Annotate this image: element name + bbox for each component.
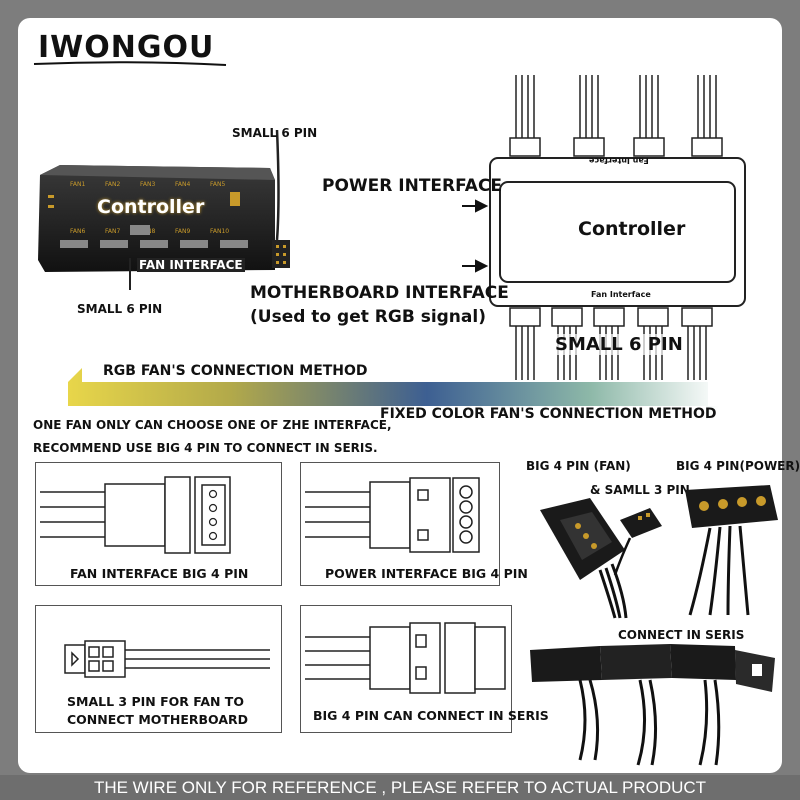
rgb-method-label: RGB FAN'S CONNECTION METHOD xyxy=(103,363,368,379)
big4-fan-label: BIG 4 PIN (FAN) xyxy=(526,459,631,473)
svg-text:FAN1: FAN1 xyxy=(70,181,85,188)
seris-caption: BIG 4 PIN CAN CONNECT IN SERIS xyxy=(313,708,549,723)
power-big4-caption: POWER INTERFACE BIG 4 PIN xyxy=(325,566,528,581)
fan-interface-label: FAN INTERFACE xyxy=(137,258,245,272)
note-line2: RECOMMEND USE BIG 4 PIN TO CONNECT IN SE… xyxy=(33,441,378,455)
small-6pin-bottom-label: SMALL 6 PIN xyxy=(77,302,163,316)
fan-big4-caption: FAN INTERFACE BIG 4 PIN xyxy=(70,566,249,581)
fixed-method-label: FIXED COLOR FAN'S CONNECTION METHOD xyxy=(380,406,717,422)
note-line1: ONE FAN ONLY CAN CHOOSE ONE OF ZHE INTER… xyxy=(33,418,392,432)
fan-big4-diagram xyxy=(40,476,231,554)
controller-photo-label: Controller xyxy=(97,196,205,218)
seris-diagram xyxy=(305,622,506,694)
brand-logo: IWONGOU xyxy=(38,30,215,65)
fan-interface-bottom-label: Fan Interface xyxy=(591,290,651,299)
connector-photo-top xyxy=(540,485,778,619)
controller-schematic xyxy=(489,75,746,380)
small3-caption-line1: SMALL 3 PIN FOR FAN TO xyxy=(67,694,244,709)
connect-seris-label: CONNECT IN SERIS xyxy=(618,628,745,642)
svg-text:FAN9: FAN9 xyxy=(175,228,190,235)
big4-power-label: BIG 4 PIN(POWER) xyxy=(676,459,800,473)
svg-text:FAN7: FAN7 xyxy=(105,228,120,235)
arrow-icons xyxy=(462,199,489,273)
brand-underline xyxy=(33,61,227,66)
schematic-controller-label: Controller xyxy=(578,218,686,240)
svg-text:FAN4: FAN4 xyxy=(175,181,190,188)
motherboard-interface-label: MOTHERBOARD INTERFACE xyxy=(250,283,509,303)
svg-text:FAN6: FAN6 xyxy=(70,228,85,235)
svg-text:FAN3: FAN3 xyxy=(140,181,155,188)
connector-photo-seris xyxy=(530,644,775,766)
power-interface-label: POWER INTERFACE xyxy=(322,176,503,196)
connection-method-banner xyxy=(68,368,720,420)
small-6pin-top-label: SMALL 6 PIN xyxy=(232,126,318,140)
small3-photo-label: & SAMLL 3 PIN xyxy=(590,483,690,497)
small-6pin-schematic-label: SMALL 6 PIN xyxy=(555,334,683,355)
svg-text:FAN2: FAN2 xyxy=(105,181,120,188)
motherboard-note: (Used to get RGB signal) xyxy=(250,307,486,327)
small3-diagram xyxy=(64,640,270,678)
svg-text:FAN5: FAN5 xyxy=(210,181,225,188)
fan-interface-top-label: Fan Interface xyxy=(589,156,649,165)
power-big4-diagram xyxy=(305,477,480,553)
svg-text:FAN10: FAN10 xyxy=(210,228,229,235)
small3-caption-line2: CONNECT MOTHERBOARD xyxy=(67,712,249,727)
footer-disclaimer: THE WIRE ONLY FOR REFERENCE , PLEASE REF… xyxy=(0,775,800,800)
